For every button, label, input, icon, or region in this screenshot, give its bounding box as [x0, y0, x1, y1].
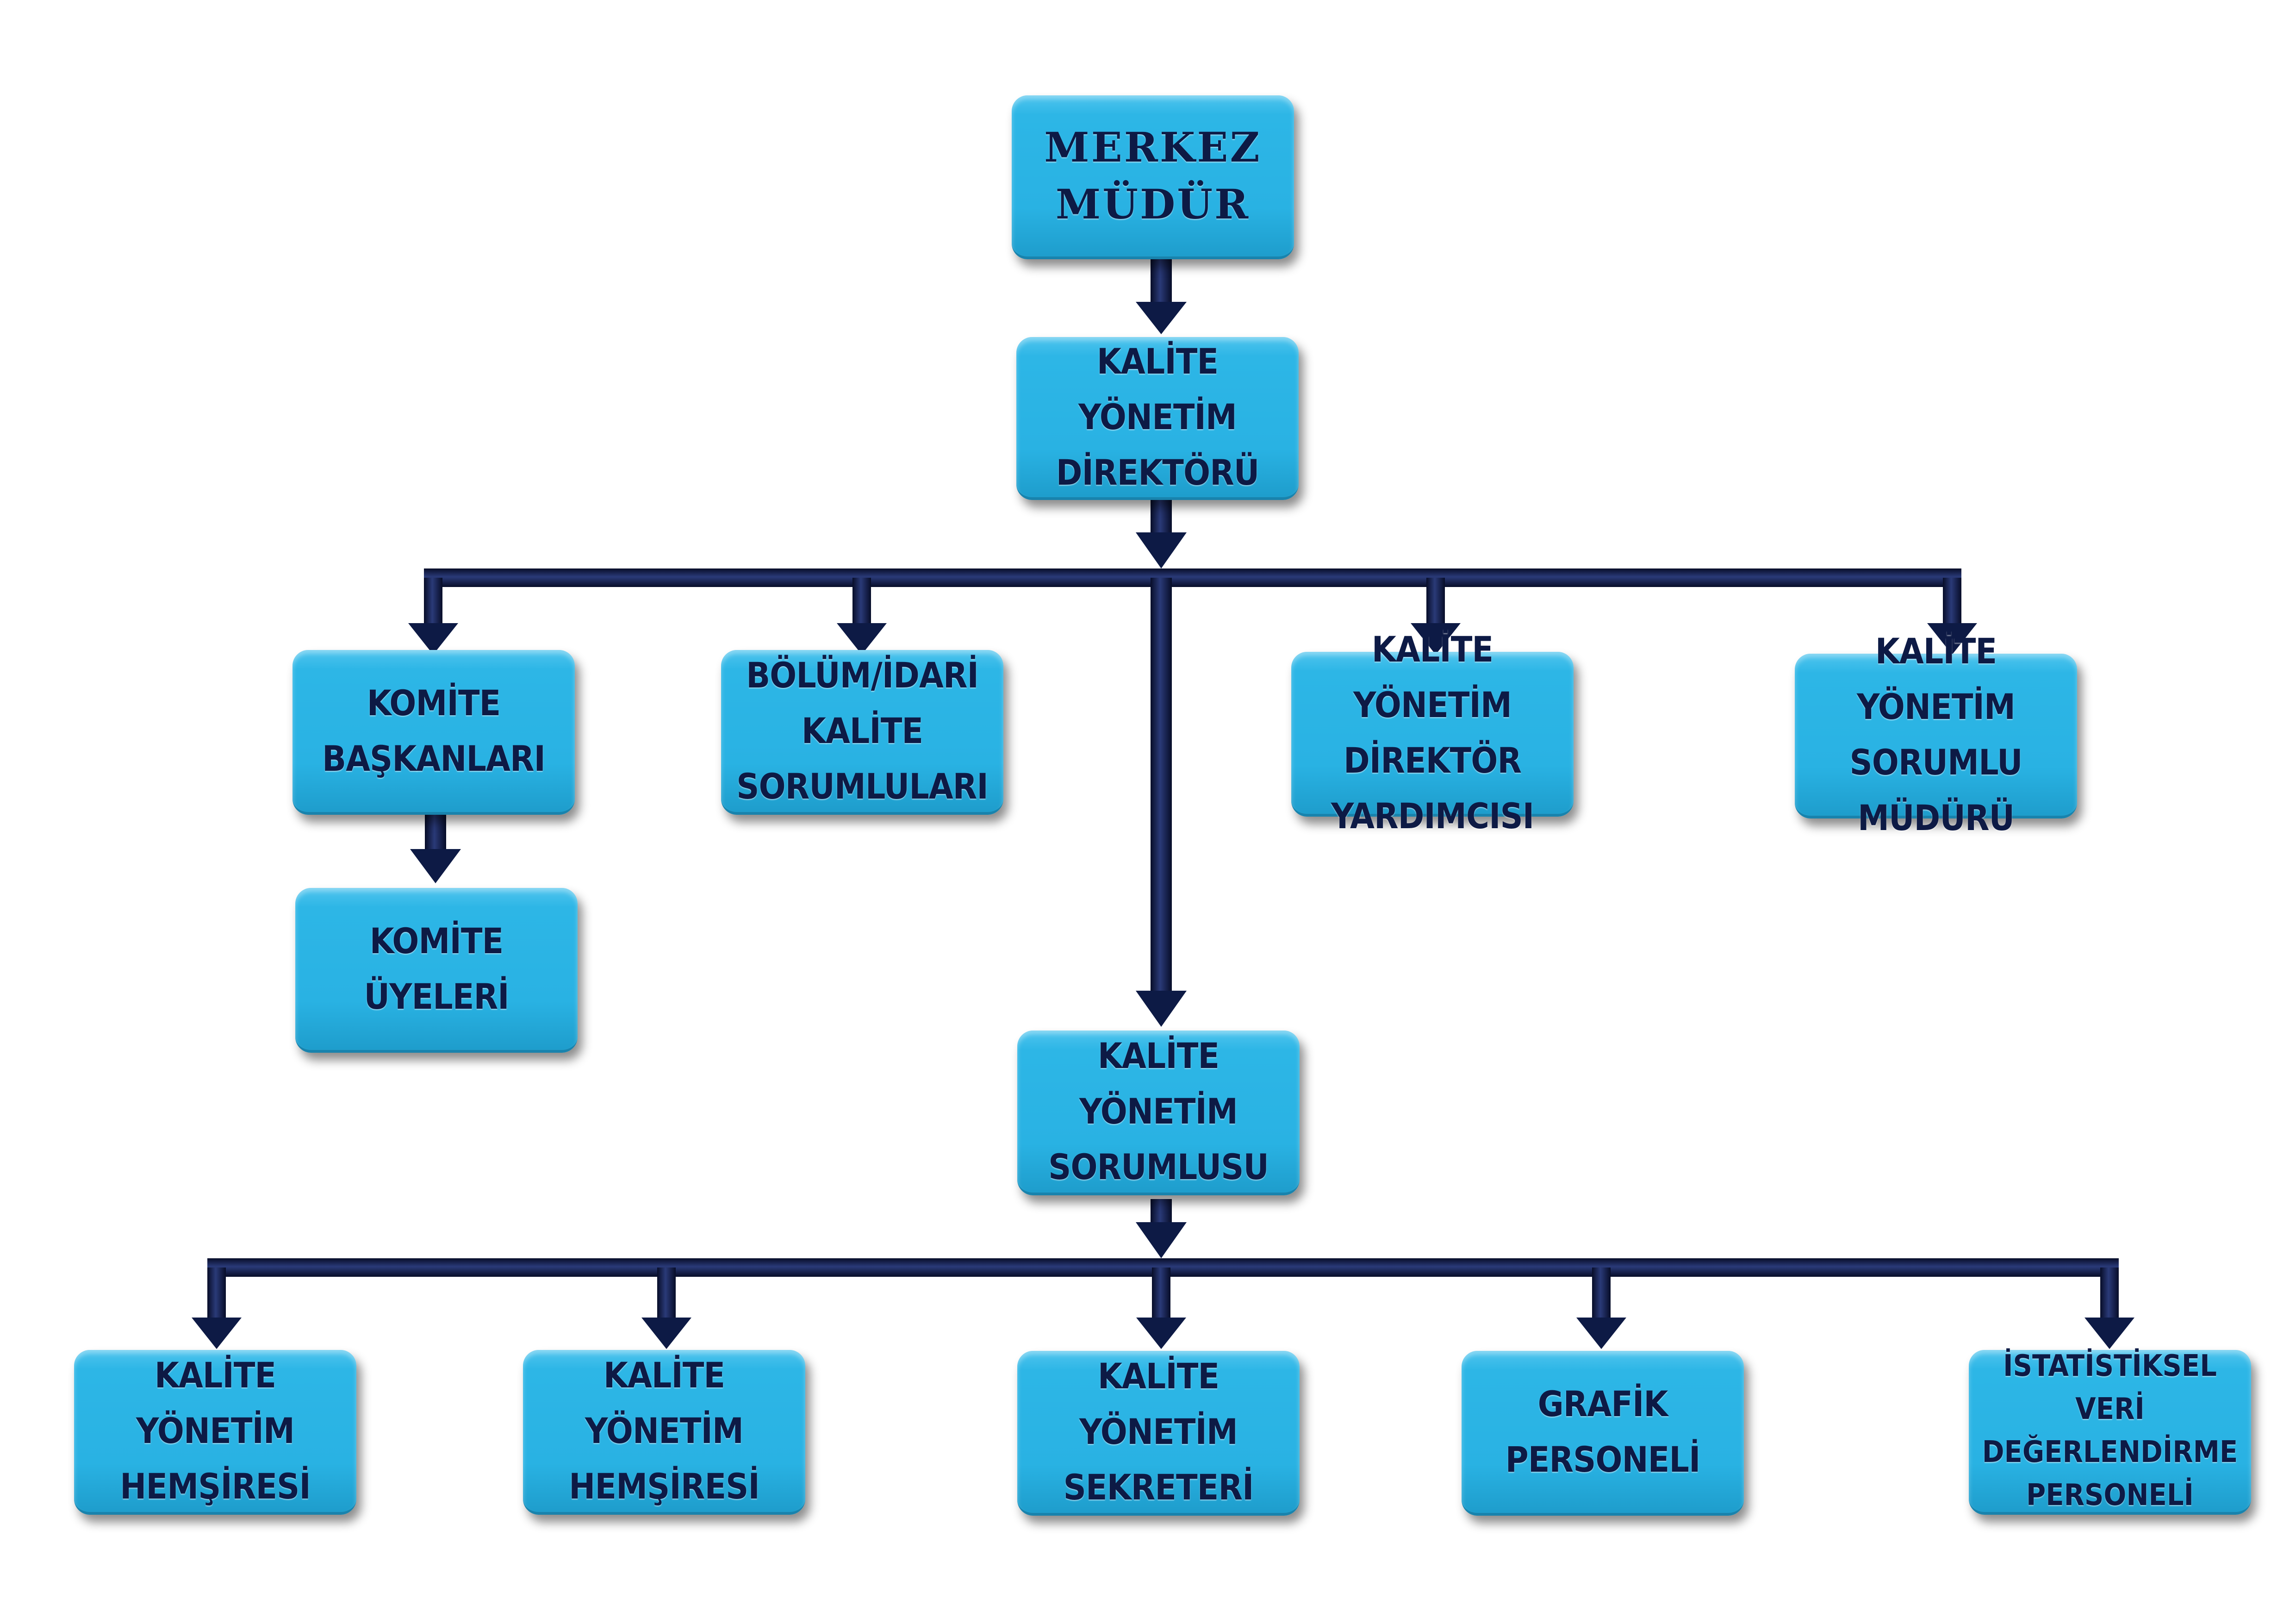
- node-label: KALİTE YÖNETİM HEMŞİRESİ: [120, 1354, 311, 1507]
- node-label: KOMİTE ÜYELERİ: [364, 920, 509, 1017]
- node-label: KOMİTE BAŞKANLARI: [322, 682, 546, 779]
- arrowhead: [1136, 302, 1187, 334]
- arrowhead: [1576, 1318, 1626, 1349]
- connector-bus-top: [424, 568, 1961, 587]
- node-label: KALİTE YÖNETİM HEMŞİRESİ: [569, 1354, 760, 1507]
- connector-stem: [1151, 259, 1172, 306]
- node-label: KALİTE YÖNETİM SEKRETERİ: [1063, 1355, 1254, 1508]
- node-label: BÖLÜM/İDARİ KALİTE SORUMLULARI: [736, 654, 989, 807]
- connector-drop: [1151, 578, 1172, 994]
- arrowhead: [192, 1318, 242, 1349]
- connector-drop: [1943, 578, 1961, 629]
- node-kalite-yonetim-direktor-yardimcisi: KALİTE YÖNETİM DİREKTÖR YARDIMCISI: [1291, 629, 1574, 837]
- arrowhead: [1136, 1222, 1187, 1258]
- node-kalite-yonetim-sorumlusu: KALİTE YÖNETİM SORUMLUSU: [1017, 1031, 1300, 1195]
- arrowhead: [1136, 991, 1187, 1027]
- node-kalite-yonetim-sekreteri: KALİTE YÖNETİM SEKRETERİ: [1017, 1351, 1300, 1516]
- arrowhead: [837, 623, 887, 655]
- arrowhead: [2084, 1318, 2134, 1349]
- node-komite-baskanlari: KOMİTE BAŞKANLARI: [292, 650, 575, 815]
- node-kalite-yonetim-hemsiresi: KALİTE YÖNETİM HEMŞİRESİ: [523, 1350, 805, 1515]
- arrowhead: [408, 623, 458, 655]
- arrowhead: [1411, 623, 1461, 655]
- node-istatistiksel-veri-degerlendirme-personeli: İSTATİSTİKSEL VERİ DEĞERLENDİRME PERSONE…: [1969, 1349, 2251, 1515]
- node-kalite-yonetim-hemsiresi: KALİTE YÖNETİM HEMŞİRESİ: [74, 1350, 356, 1515]
- node-bolum-idari-kalite-sorumlulari: BÖLÜM/İDARİ KALİTE SORUMLULARI: [721, 650, 1003, 815]
- node-label: KALİTE YÖNETİM DİREKTÖR YARDIMCISI: [1331, 628, 1534, 837]
- node-komite-uyeleri: KOMİTE ÜYELERİ: [295, 888, 578, 1053]
- connector-drop: [657, 1268, 676, 1323]
- connector-drop: [424, 578, 442, 629]
- arrowhead: [410, 849, 461, 883]
- connector-drop: [1426, 578, 1445, 629]
- node-label: MERKEZ MÜDÜR: [1044, 123, 1262, 228]
- connector-drop: [1592, 1268, 1611, 1323]
- connector-drop: [2100, 1268, 2119, 1323]
- node-grafik-personeli: GRAFİK PERSONELİ: [1462, 1351, 1744, 1516]
- arrowhead: [1136, 1318, 1186, 1349]
- node-label: KALİTE YÖNETİM DİREKTÖRÜ: [1056, 340, 1260, 493]
- node-label: KALİTE YÖNETİM SORUMLUSU: [1048, 1035, 1269, 1188]
- arrowhead: [641, 1318, 691, 1349]
- node-label: GRAFİK PERSONELİ: [1505, 1383, 1701, 1480]
- connector-drop: [1152, 1268, 1170, 1323]
- node-kalite-yonetim-sorumlu-muduru: KALİTE YÖNETİM SORUMLU MÜDÜRÜ: [1795, 631, 2077, 838]
- connector-drop: [207, 1268, 226, 1323]
- connector-stem: [425, 815, 446, 853]
- connector-drop: [852, 578, 871, 629]
- arrowhead: [1136, 532, 1187, 568]
- node-kalite-yonetim-direktoru: KALİTE YÖNETİM DİREKTÖRÜ: [1016, 337, 1299, 500]
- node-label: İSTATİSTİKSEL VERİ DEĞERLENDİRME PERSONE…: [1982, 1349, 2238, 1512]
- node-label: KALİTE YÖNETİM SORUMLU MÜDÜRÜ: [1849, 630, 2023, 839]
- node-merkez-mudur: MERKEZ MÜDÜR: [1012, 95, 1294, 259]
- arrowhead: [1927, 623, 1977, 655]
- connector-stem: [1151, 500, 1172, 537]
